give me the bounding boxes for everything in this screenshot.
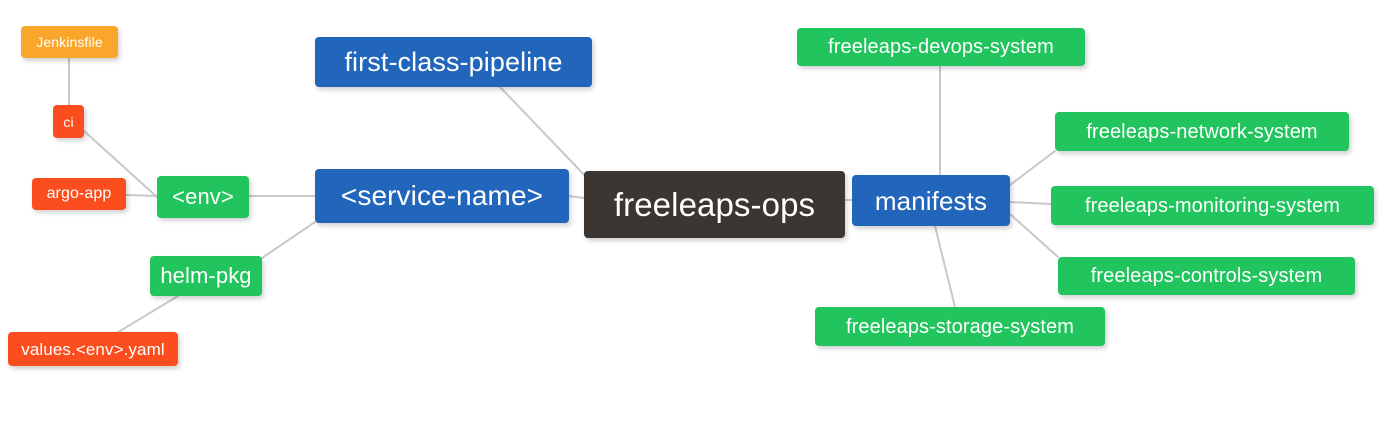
node-service-name[interactable]: <service-name> bbox=[315, 169, 569, 223]
node-monitoring[interactable]: freeleaps-monitoring-system bbox=[1051, 186, 1374, 225]
edge-helm-pkg-to-values-yaml bbox=[114, 295, 179, 335]
node-helm-pkg[interactable]: helm-pkg bbox=[150, 256, 262, 296]
edge-manifests-to-network bbox=[1009, 150, 1056, 186]
node-manifests[interactable]: manifests bbox=[852, 175, 1010, 226]
node-pipeline[interactable]: first-class-pipeline bbox=[315, 37, 592, 87]
edge-argo-app-to-env bbox=[125, 194, 158, 197]
node-env[interactable]: <env> bbox=[157, 176, 249, 218]
node-ci[interactable]: ci bbox=[53, 105, 84, 138]
edge-manifests-to-storage bbox=[934, 225, 956, 308]
edge-manifests-to-monitoring bbox=[1009, 201, 1052, 205]
node-network[interactable]: freeleaps-network-system bbox=[1055, 112, 1349, 151]
node-jenkinsfile[interactable]: Jenkinsfile bbox=[21, 26, 118, 58]
edge-service-name-to-root bbox=[568, 195, 585, 199]
node-root[interactable]: freeleaps-ops bbox=[584, 171, 845, 238]
edge-service-name-to-helm-pkg bbox=[261, 221, 316, 259]
node-storage[interactable]: freeleaps-storage-system bbox=[815, 307, 1105, 346]
node-devops[interactable]: freeleaps-devops-system bbox=[797, 28, 1085, 66]
node-argo-app[interactable]: argo-app bbox=[32, 178, 126, 210]
node-values-yaml[interactable]: values.<env>.yaml bbox=[8, 332, 178, 366]
node-controls[interactable]: freeleaps-controls-system bbox=[1058, 257, 1355, 295]
